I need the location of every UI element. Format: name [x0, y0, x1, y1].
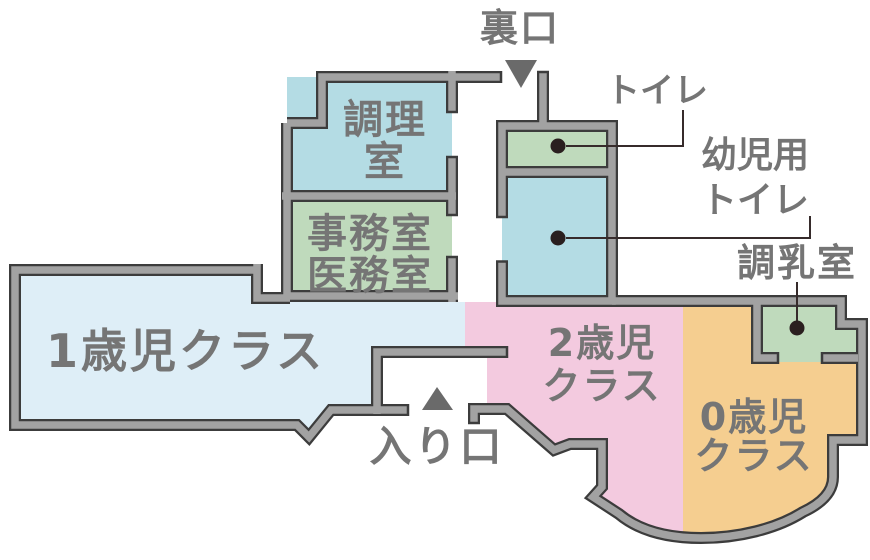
back-entrance-label: 裏口 — [480, 6, 560, 50]
back-entrance-arrow-icon — [505, 60, 537, 88]
toddler-toilet-label-line2: トイレ — [701, 180, 809, 221]
room-kitchen-area — [287, 77, 452, 196]
milk-room-callout-dot — [789, 320, 805, 336]
kitchen-label-line1: 調理 — [343, 97, 427, 143]
room-milk-area — [757, 302, 858, 362]
callouts — [550, 110, 811, 336]
door-gap-toddler-toilet — [493, 216, 502, 262]
class0-label-line1: 0歳児 — [700, 395, 808, 439]
room-office-area — [287, 196, 452, 296]
toilet-callout-line — [566, 110, 684, 147]
toilet-callout-dot — [550, 138, 566, 154]
class1-label: 1歳児クラス — [46, 324, 325, 378]
class2-label-line2: クラス — [542, 364, 661, 408]
office-label-line2: 医務室 — [307, 253, 433, 299]
milk-room-label: 調乳室 — [737, 241, 857, 285]
main-entrance-label: 入り口 — [369, 422, 504, 471]
wall-end-caps — [406, 70, 824, 425]
room-class1-area — [15, 270, 465, 437]
toilet-label: トイレ — [606, 71, 708, 111]
toddler-toilet-callout-dot — [550, 230, 566, 246]
toddler-toilet-callout-line — [566, 216, 811, 239]
kitchen-label-line2: 室 — [364, 139, 406, 185]
office-label-line1: 事務室 — [307, 211, 433, 257]
class0-label-line2: クラス — [694, 434, 813, 478]
toddler-toilet-label-line1: 幼児用 — [701, 135, 809, 176]
room-class2-area — [465, 302, 683, 538]
class2-label-line1: 2歳児 — [548, 321, 656, 365]
door-gap-toddler-toilet-inner — [502, 216, 511, 262]
main-entrance-arrow-icon — [422, 387, 453, 410]
